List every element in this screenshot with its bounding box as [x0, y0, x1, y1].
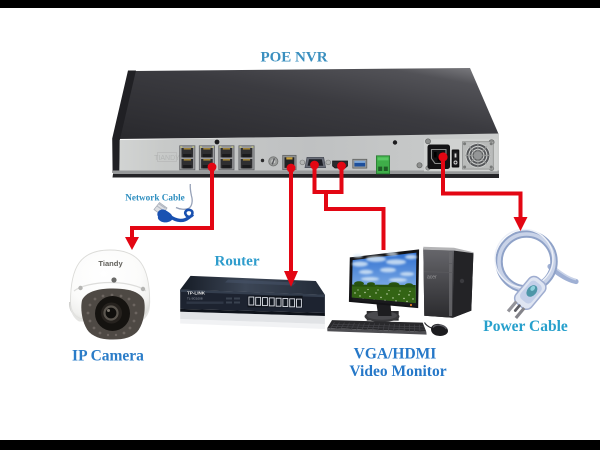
svg-text:acer: acer: [427, 275, 437, 281]
svg-text:TP-LINK: TP-LINK: [187, 291, 206, 296]
svg-text:IP Camera: IP Camera: [72, 348, 144, 365]
svg-text:Router: Router: [215, 254, 260, 270]
svg-text:VGA/HDMI: VGA/HDMI: [354, 346, 437, 363]
svg-text:Network Cable: Network Cable: [125, 193, 184, 203]
svg-text:POE NVR: POE NVR: [260, 50, 327, 66]
svg-text:TL-SG1008: TL-SG1008: [187, 297, 203, 301]
svg-text:Tiandy: Tiandy: [98, 259, 123, 268]
svg-text:Power Cable: Power Cable: [483, 318, 568, 335]
svg-text:Video Monitor: Video Monitor: [349, 363, 446, 380]
svg-text:TIANDY: TIANDY: [154, 155, 180, 162]
